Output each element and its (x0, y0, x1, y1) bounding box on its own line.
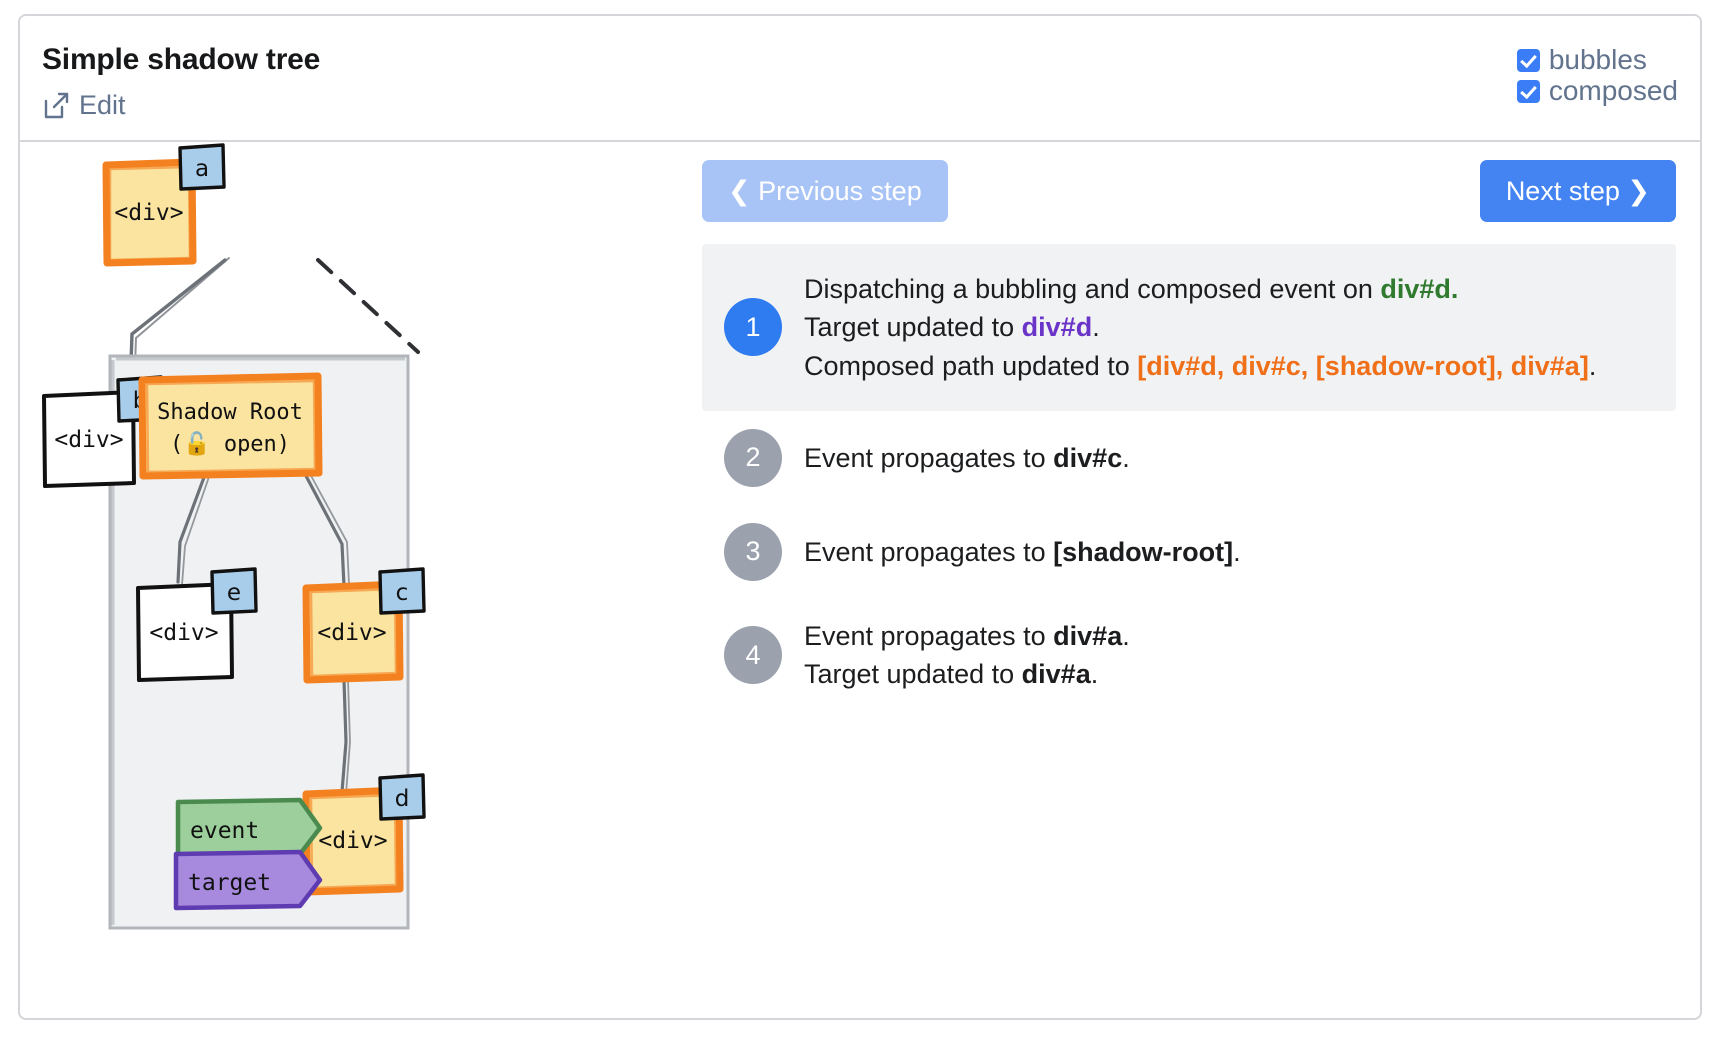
shadow-root-label-line1: Shadow Root (157, 400, 303, 425)
diagram-canvas: <div> a <div> b (42, 143, 426, 930)
content-area: <div> a <div> b (20, 142, 1700, 1018)
steps-list: 1 Dispatching a bubbling and composed ev… (702, 244, 1676, 712)
step-item-3[interactable]: 3 Event propagates to [shadow-root]. (702, 505, 1676, 599)
node-e-badge: e (210, 567, 258, 615)
previous-step-button[interactable]: ❮ Previous step (702, 160, 948, 222)
node-shadow-root[interactable]: Shadow Root (🔓 open) (138, 372, 323, 480)
svg-text:e: e (227, 580, 241, 606)
checkbox-bubbles-box[interactable] (1516, 48, 1540, 72)
step-badge-4: 4 (724, 626, 782, 685)
edit-link[interactable]: Edit (42, 90, 126, 121)
node-d-label: <div> (318, 828, 387, 854)
step-badge-3: 3 (724, 522, 782, 581)
shadow-root-label-line2: (🔓 open) (170, 431, 290, 457)
tag-event-label: event (190, 818, 259, 844)
svg-text:c: c (396, 580, 409, 606)
step-controls: ❮ Previous step Next step ❯ (702, 160, 1676, 222)
checkbox-bubbles[interactable]: bubbles (1516, 44, 1647, 75)
checkbox-composed-label: composed (1548, 75, 1678, 106)
event-flags: bubbles composed (1516, 44, 1678, 106)
step-item-2[interactable]: 2 Event propagates to div#c. (702, 411, 1676, 505)
node-b-label: <div> (54, 427, 123, 453)
checkbox-composed-box[interactable] (1516, 79, 1540, 103)
steps-panel: ❮ Previous step Next step ❯ 1 Dispatchin… (680, 142, 1700, 1018)
node-c-label: <div> (317, 620, 386, 646)
node-b[interactable]: <div> (42, 390, 136, 488)
checkbox-composed[interactable]: composed (1516, 75, 1678, 106)
node-e-label: <div> (149, 620, 218, 646)
step-badge-2: 2 (724, 428, 782, 487)
tag-event: event (175, 797, 323, 859)
edge-a-to-shadowhost (316, 258, 420, 354)
node-a-label: <div> (114, 200, 183, 226)
step-item-1[interactable]: 1 Dispatching a bubbling and composed ev… (702, 244, 1676, 411)
shadow-root-edges (176, 470, 351, 795)
step-item-4[interactable]: 4 Event propagates to div#a.Target updat… (702, 599, 1676, 712)
step-text-4: Event propagates to div#a.Target updated… (804, 620, 1130, 690)
node-d-badge: d (378, 773, 426, 821)
step-text-1: Dispatching a bubbling and composed even… (804, 274, 1597, 381)
external-link-icon (42, 92, 70, 120)
step-badge-1: 1 (724, 298, 782, 357)
page-title: Simple shadow tree (42, 43, 321, 76)
node-a-badge: a (178, 143, 226, 191)
node-d[interactable]: <div> (302, 786, 404, 896)
header: Simple shadow tree Edit bubbles composed (20, 16, 1700, 142)
step-text-3: Event propagates to [shadow-root]. (804, 536, 1241, 567)
step-text-2: Event propagates to div#c. (804, 442, 1130, 473)
demo-card: Simple shadow tree Edit bubbles composed (18, 14, 1702, 1020)
checkbox-bubbles-label: bubbles (1548, 44, 1647, 75)
tag-target: target (173, 849, 323, 911)
edit-label: Edit (79, 90, 126, 120)
next-step-button[interactable]: Next step ❯ (1479, 160, 1676, 222)
shadow-tree-diagram: <div> a <div> b (20, 142, 680, 1020)
svg-text:d: d (395, 786, 410, 812)
svg-text:a: a (195, 156, 209, 182)
node-c-badge: c (378, 567, 426, 615)
tag-target-label: target (188, 870, 271, 896)
node-a[interactable]: <div> (102, 158, 197, 267)
